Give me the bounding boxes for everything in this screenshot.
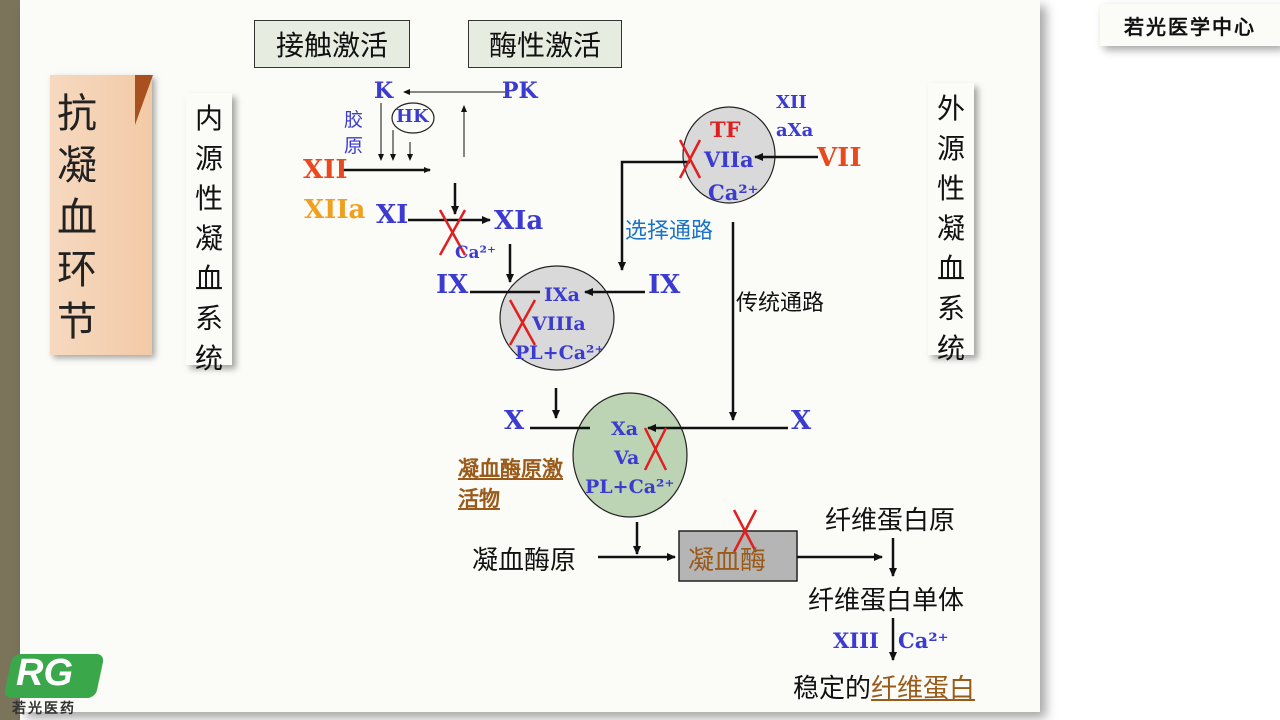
label-viia: VIIa [704, 147, 754, 172]
label-xa: Xa [611, 418, 639, 440]
thrombin-box [678, 530, 798, 582]
label-xia: XIa [494, 206, 544, 236]
label-va: Va [614, 447, 640, 469]
label-axa: aXa [776, 120, 814, 141]
enzymatic-activation-box: 酶性激活 [468, 20, 622, 68]
tf-complex-circle [682, 106, 776, 204]
label-stable-fibrin: 稳定的纤维蛋白 [793, 674, 976, 704]
label-pl-ca-1: PL+Ca²⁺ [515, 342, 605, 364]
label-k: K [374, 78, 394, 104]
label-ca-xiii: Ca²⁺ [898, 628, 949, 653]
label-xii: XII [303, 155, 348, 185]
label-ixa: IXa [544, 284, 580, 306]
label-xii-top: XII [776, 92, 807, 113]
label-ix-right: IX [648, 270, 681, 300]
label-prothrombin: 凝血酶原 [472, 546, 577, 576]
label-classic-path: 传统通路 [736, 291, 825, 316]
label-ca-tf: Ca²⁺ [708, 180, 759, 205]
label-fibrin-monomer: 纤维蛋白单体 [808, 586, 965, 616]
left-decor-strip [0, 0, 20, 720]
prothrombinase-complex-circle [572, 392, 688, 518]
hk-circle [391, 102, 435, 134]
label-hk: HK [396, 106, 429, 127]
label-prothrombin-activator: 凝血酶原激活物 [458, 456, 563, 511]
side-tab-label: 抗凝血环节 [57, 91, 97, 345]
company-logo: RG 若光医药 [3, 652, 108, 718]
label-x-right: X [791, 406, 812, 436]
label-xi: XI [376, 200, 409, 230]
intrinsic-system-label: 内源性凝血系统 [186, 93, 232, 375]
label-ca-xi: Ca²⁺ [455, 243, 496, 263]
label-alt-path: 选择通路 [625, 219, 714, 244]
logo-caption: 若光医药 [12, 701, 76, 717]
label-thrombin: 凝血酶 [688, 546, 767, 576]
logo-mark: RG [16, 652, 73, 694]
label-pk: PK [502, 78, 538, 104]
label-fibrinogen: 纤维蛋白原 [825, 506, 956, 536]
label-xiii: XIII [833, 628, 879, 653]
label-pl-ca-2: PL+Ca²⁺ [585, 476, 675, 498]
contact-activation-box: 接触激活 [254, 20, 410, 68]
label-vii: VII [817, 143, 862, 173]
label-xiia: XIIa [304, 195, 366, 225]
label-ix-left: IX [436, 270, 469, 300]
label-tf: TF [710, 117, 741, 142]
side-tab-notch [135, 75, 153, 125]
extrinsic-system-label: 外源性凝血系统 [928, 83, 974, 365]
label-viiia: VIIIa [532, 313, 586, 335]
corner-title: 若光医学中心 [1100, 4, 1280, 46]
inhibition-marks [438, 139, 758, 553]
label-collagen: 胶原 [344, 109, 364, 157]
label-x-left: X [504, 406, 525, 436]
